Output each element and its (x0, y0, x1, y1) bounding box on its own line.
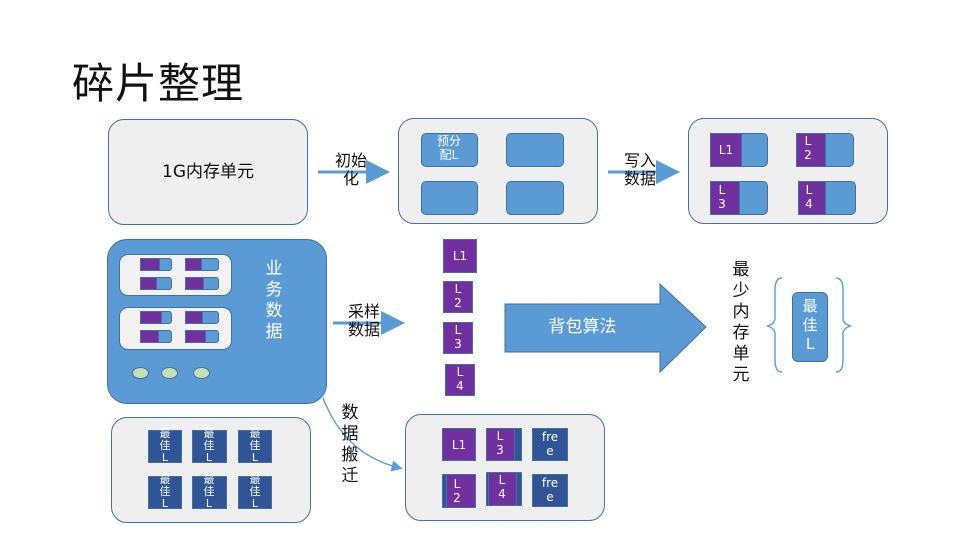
result-free-2-label: free (541, 476, 559, 504)
bm1-purple-3 (140, 277, 157, 290)
best-l-cell-5 (192, 476, 227, 509)
result-block-l1 (442, 428, 476, 461)
best-l-cell-3 (238, 430, 272, 463)
best-l-cell-1-label: 最佳L (159, 427, 171, 464)
result-block-l3-label: L3 (496, 429, 504, 457)
bm2-purple-2 (185, 311, 203, 324)
best-l-cell-4-label: 最佳L (159, 473, 171, 510)
empty-block-3 (506, 181, 564, 215)
best-l-block (792, 292, 828, 362)
result-block-l1-label: L1 (451, 438, 467, 452)
sample-block-l2 (443, 281, 473, 313)
best-l-cell-2 (192, 430, 227, 463)
best-l-label: 最佳L (802, 297, 818, 353)
result-free-1-label: free (541, 430, 559, 458)
memory-unit-box (108, 119, 308, 225)
min-units-brace (766, 277, 852, 373)
best-l-cell-2-label: 最佳L (203, 427, 215, 464)
sample-block-l1-label: L1 (452, 249, 468, 263)
written-block-l2-label: L2 (804, 134, 812, 162)
bm1-purple-1 (140, 258, 160, 271)
best-l-cell-5-label: 最佳L (203, 473, 215, 510)
result-free-1 (532, 428, 568, 461)
bm1-purple-2 (185, 258, 202, 271)
sample-block-l1 (443, 239, 477, 273)
bm2-purple-1 (140, 311, 162, 324)
init-step-label: 初始化 (334, 151, 367, 188)
page-title: 碎片整理 (72, 59, 245, 108)
best-l-cell-4 (148, 476, 182, 509)
migration-arrow (322, 397, 403, 472)
ellipsis-dot-3 (193, 367, 210, 379)
write-step-label: 写入数据 (623, 151, 656, 188)
best-l-cell-1 (148, 430, 182, 463)
knapsack-arrow-shape (504, 282, 707, 374)
written-block-l1 (710, 133, 742, 167)
result-block-l4 (488, 472, 517, 506)
result-free-2 (532, 474, 568, 507)
sample-block-l2-label: L2 (454, 282, 462, 310)
prealloc-label: 预分配L (436, 134, 461, 162)
written-block-l4 (798, 181, 826, 215)
ellipsis-dot-1 (132, 367, 149, 379)
sample-block-l4 (445, 364, 475, 396)
written-block-l3 (710, 181, 740, 215)
best-l-cell-6 (238, 476, 272, 509)
ellipsis-dot-2 (161, 367, 178, 379)
sample-block-l3-label: L3 (454, 323, 462, 351)
written-block-l3-label: L3 (718, 183, 726, 211)
best-l-cell-3-label: 最佳L (249, 427, 261, 464)
written-block-l2 (796, 133, 826, 167)
business-data-label: 业务数据 (265, 259, 283, 342)
memory-unit-label: 1G内存单元 (162, 162, 254, 182)
written-block-l4-label: L4 (805, 183, 813, 211)
result-block-l2 (446, 474, 476, 508)
result-block-l4-label: L4 (498, 473, 506, 501)
migration-label: 数据搬迁 (341, 403, 359, 486)
bm2-purple-3 (140, 330, 159, 343)
result-block-l3 (486, 428, 515, 461)
best-l-cell-6-label: 最佳L (249, 473, 261, 510)
empty-block-2 (421, 181, 478, 215)
written-block-l1-label: L1 (718, 143, 734, 157)
bm2-purple-4 (185, 330, 206, 343)
sample-block-l4-label: L4 (456, 365, 464, 393)
knapsack-label: 背包算法 (548, 317, 617, 337)
bm1-purple-4 (185, 277, 204, 290)
sample-step-label: 采样数据 (347, 302, 380, 339)
min-units-label: 最少内存单元 (732, 260, 750, 385)
result-block-l2-label: L2 (453, 477, 461, 505)
empty-block-1 (506, 133, 564, 167)
sample-block-l3 (443, 322, 473, 354)
prealloc-block (421, 133, 478, 167)
